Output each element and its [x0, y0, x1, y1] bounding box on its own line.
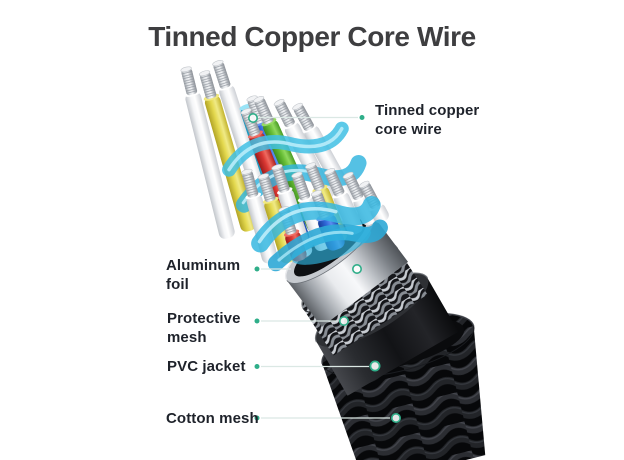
leader-dot-aluminum-foil — [254, 266, 260, 272]
leader-dot-pvc-jacket — [254, 364, 260, 369]
leader-ring-tinned-copper-core-wire — [248, 113, 259, 124]
leader-ring-protective-mesh — [338, 315, 349, 326]
callout-label-cotton-mesh: Cotton mesh — [166, 410, 259, 427]
leader-ring-pvc-jacket — [369, 360, 381, 372]
callout-label-tinned-copper-core-wire: Tinned copper core wire — [375, 102, 480, 139]
callout-label-pvc-jacket: PVC jacket — [167, 358, 246, 375]
leader-dot-protective-mesh — [254, 318, 260, 324]
callout-leaders — [260, 116, 390, 419]
leader-ring-aluminum-foil — [351, 263, 362, 274]
callout-label-protective-mesh: Protective mesh — [167, 310, 241, 347]
callout-markers — [248, 113, 401, 423]
leader-ring-cotton-mesh — [390, 412, 401, 423]
core-wire-white — [180, 66, 235, 239]
leader-dot-cotton-mesh — [254, 415, 260, 421]
page-title: Tinned Copper Core Wire — [148, 21, 476, 52]
wire-bundle — [180, 60, 389, 272]
leader-dot-tinned-copper-core-wire — [359, 115, 365, 120]
callout-label-aluminum-foil: Aluminum foil — [166, 257, 241, 294]
cyan-wrap-strands-front — [251, 196, 388, 272]
